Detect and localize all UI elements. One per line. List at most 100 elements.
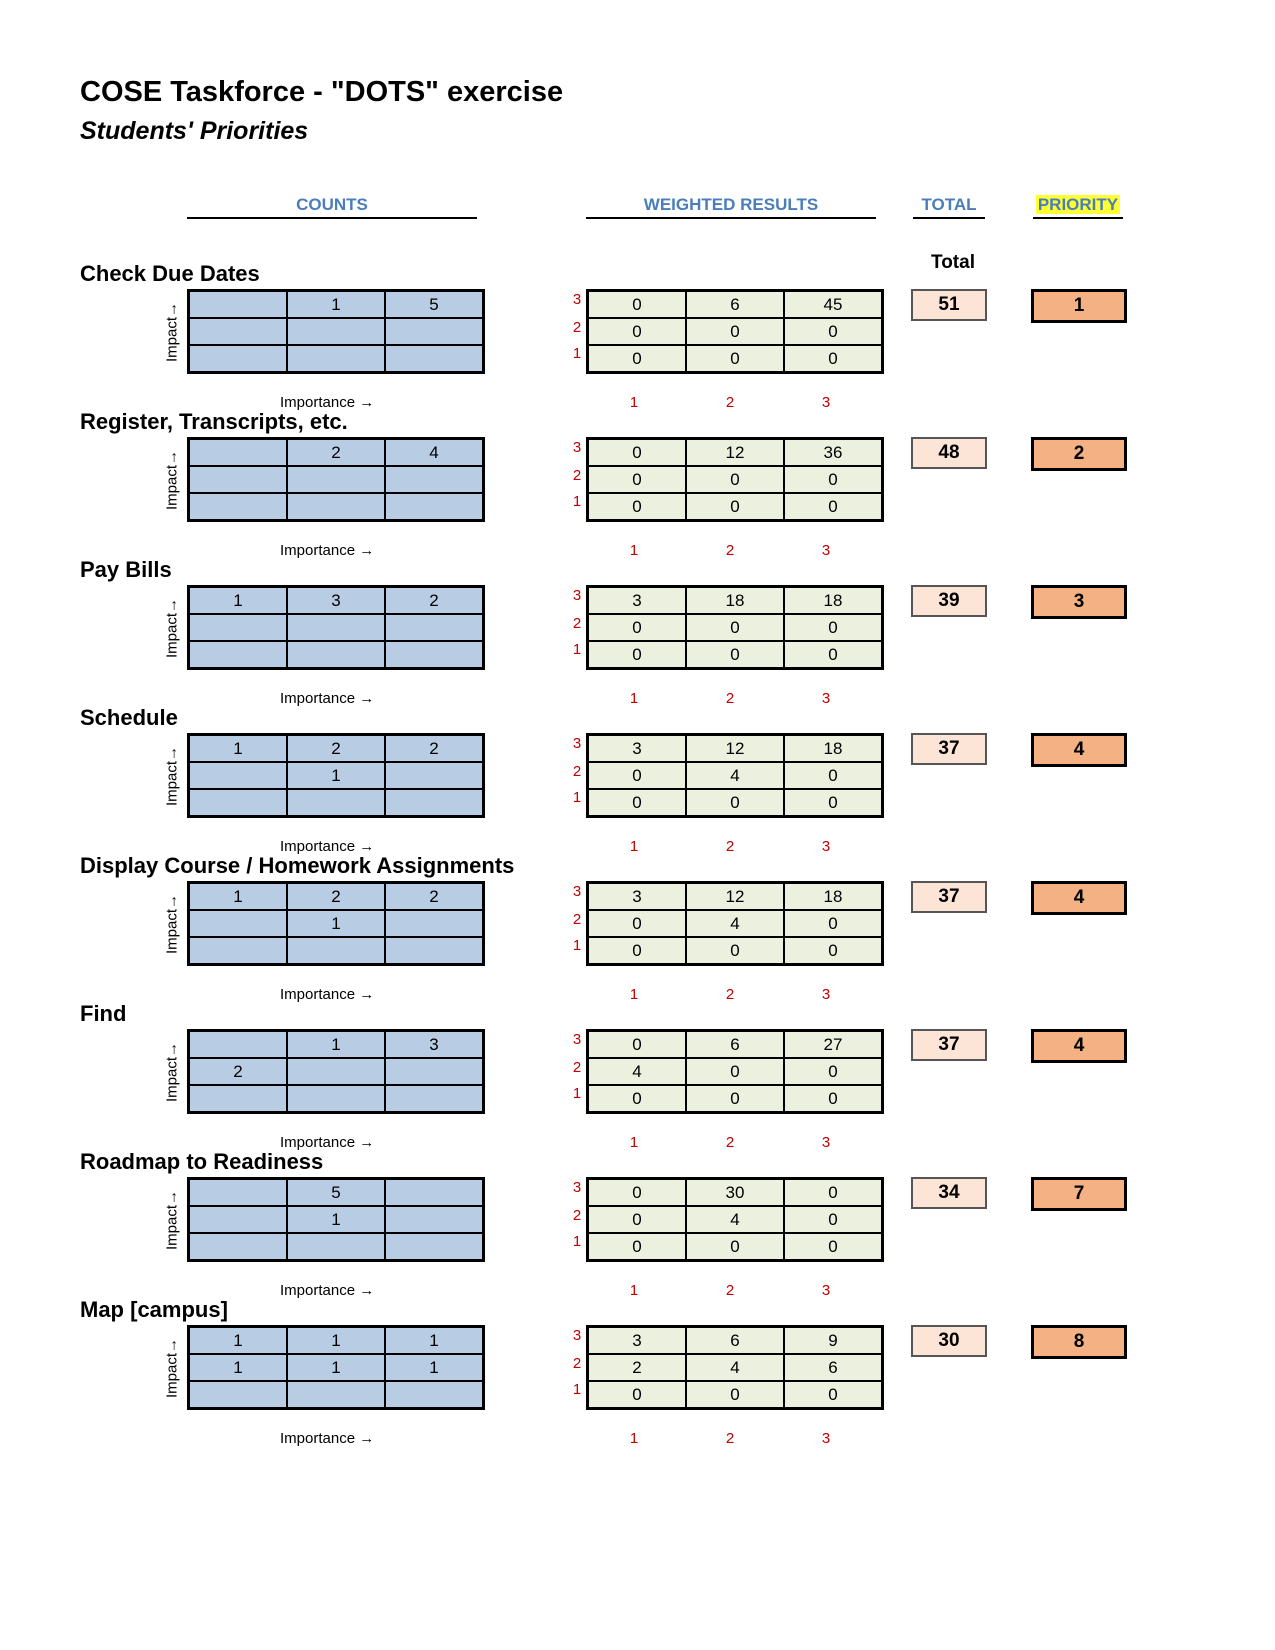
counts-cell: [384, 936, 485, 966]
impact-scale-label: 1: [572, 345, 582, 362]
counts-cell: 2: [286, 733, 386, 763]
counts-cell: [384, 492, 485, 522]
counts-row: 1: [187, 1205, 485, 1234]
impact-scale-label: 3: [572, 439, 582, 456]
counts-cell: 1: [187, 733, 288, 763]
weighted-cell: 0: [685, 1232, 785, 1262]
counts-cell: [187, 437, 288, 467]
counts-cell: [187, 289, 288, 319]
counts-cell: [384, 1232, 485, 1262]
counts-cell: [187, 317, 288, 346]
importance-scale-label: 2: [725, 986, 735, 1003]
counts-cell: 2: [384, 585, 485, 615]
counts-cell: 2: [384, 733, 485, 763]
weighted-cell: 3: [586, 733, 687, 763]
weighted-cell: 0: [783, 761, 884, 790]
counts-header: COUNTS: [187, 193, 477, 219]
weighted-cell: 0: [586, 1029, 687, 1059]
weighted-cell: 0: [685, 1057, 785, 1086]
importance-axis-label: Importance →: [280, 838, 375, 855]
counts-cell: 1: [286, 1029, 386, 1059]
importance-scale-label: 2: [725, 690, 735, 707]
impact-scale-label: 1: [572, 1233, 582, 1250]
weighted-cell: 0: [586, 613, 687, 642]
weighted-cell: 12: [685, 733, 785, 763]
counts-cell: [286, 640, 386, 670]
counts-row: 5: [187, 1177, 485, 1207]
weighted-cell: 0: [586, 909, 687, 938]
weighted-cell: 0: [783, 1232, 884, 1262]
counts-cell: [187, 1084, 288, 1114]
counts-cell: [286, 1084, 386, 1114]
counts-cell: [187, 613, 288, 642]
priority-section: Display Course / Homework Assignments Im…: [0, 853, 1275, 1009]
weighted-cell: 6: [783, 1353, 884, 1382]
impact-scale-label: 3: [572, 291, 582, 308]
weighted-cell: 0: [783, 640, 884, 670]
counts-cell: [187, 761, 288, 790]
counts-cell: 1: [187, 1325, 288, 1355]
counts-cell: [286, 465, 386, 494]
total-value: 39: [911, 585, 987, 617]
importance-scale-label: 2: [725, 838, 735, 855]
weighted-cell: 4: [586, 1057, 687, 1086]
counts-cell: 1: [286, 1205, 386, 1234]
impact-scale-label: 1: [572, 789, 582, 806]
importance-scale-label: 2: [725, 542, 735, 559]
counts-row: [187, 1380, 485, 1410]
impact-scale-label: 2: [572, 467, 582, 484]
counts-cell: 5: [384, 289, 485, 319]
counts-cell: 1: [187, 585, 288, 615]
weighted-cell: 0: [586, 1205, 687, 1234]
impact-axis-text: Impact→: [163, 1337, 181, 1399]
total-value: 37: [911, 1029, 987, 1061]
impact-scale-label: 1: [572, 1085, 582, 1102]
importance-scale-label: 2: [725, 1282, 735, 1299]
impact-axis-text: Impact→: [163, 745, 181, 807]
weighted-cell: 0: [783, 1084, 884, 1114]
counts-cell: 3: [384, 1029, 485, 1059]
counts-cell: [384, 465, 485, 494]
counts-cell: [187, 465, 288, 494]
weighted-cell: 0: [685, 640, 785, 670]
counts-cell: 1: [384, 1325, 485, 1355]
counts-cell: [384, 1177, 485, 1207]
importance-axis-label: Importance →: [280, 690, 375, 707]
counts-cell: [187, 936, 288, 966]
weighted-cell: 3: [586, 881, 687, 911]
counts-cell: [187, 640, 288, 670]
impact-scale-label: 2: [572, 911, 582, 928]
priority-value: 1: [1031, 289, 1127, 323]
counts-cell: 1: [286, 289, 386, 319]
priority-value: 2: [1031, 437, 1127, 471]
counts-cell: [187, 1177, 288, 1207]
total-header: TOTAL: [913, 193, 985, 219]
counts-cell: 1: [286, 761, 386, 790]
priority-value: 7: [1031, 1177, 1127, 1211]
impact-scale-label: 2: [572, 1059, 582, 1076]
counts-row: [187, 640, 485, 670]
weighted-cell: 2: [586, 1353, 687, 1382]
weighted-cell: 0: [586, 317, 687, 346]
impact-axis-text: Impact→: [163, 893, 181, 955]
weighted-cell: 0: [586, 1232, 687, 1262]
impact-scale-label: 3: [572, 587, 582, 604]
counts-cell: 2: [286, 881, 386, 911]
weighted-cell: 0: [586, 1177, 687, 1207]
importance-scale-label: 1: [629, 1430, 639, 1447]
importance-scale-label: 1: [629, 986, 639, 1003]
